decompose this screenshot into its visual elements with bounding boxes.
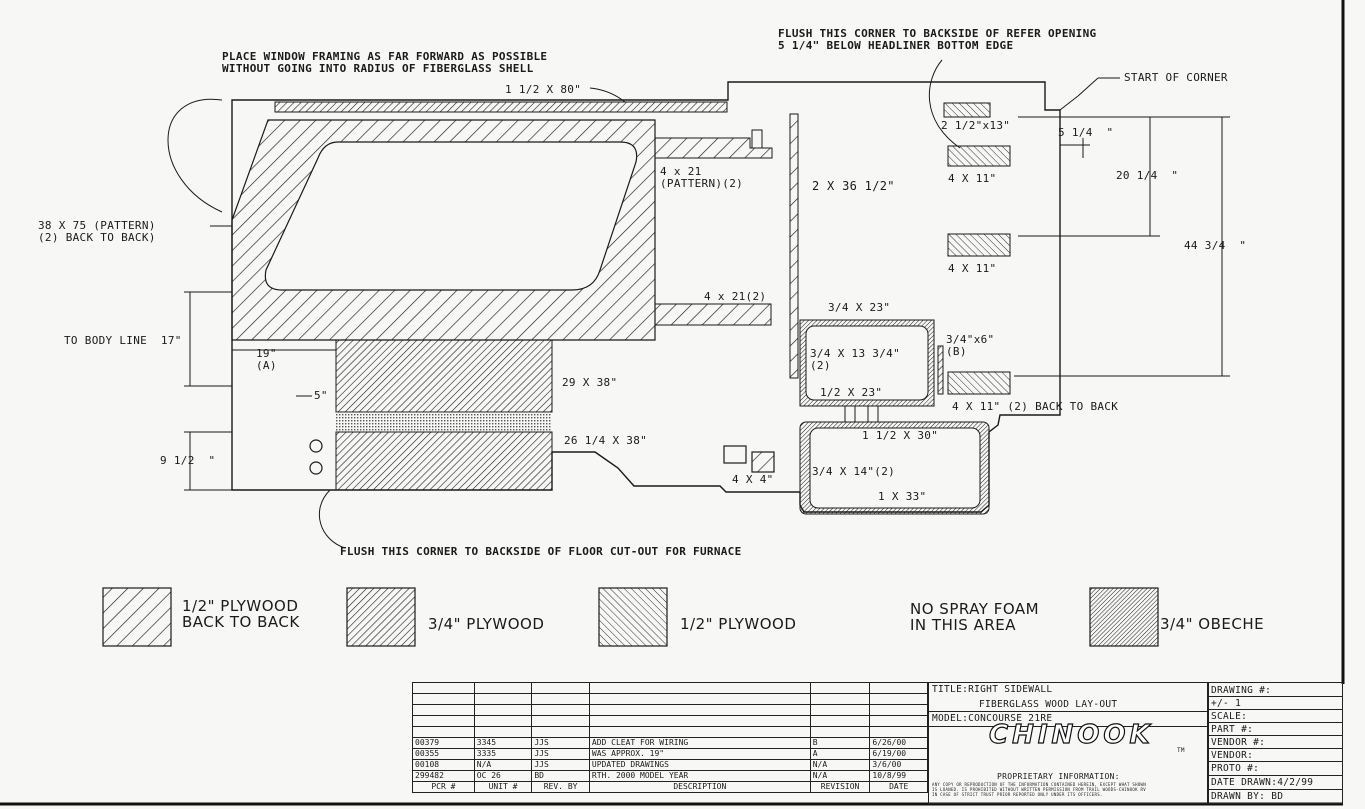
label: 4 X 11" — [948, 262, 997, 275]
title-line-2: FIBERGLASS WOOD LAY-OUT — [979, 699, 1118, 710]
info-drawn-by: DRAWN BY: BD — [1211, 791, 1284, 802]
label: 4 X 11" — [948, 172, 997, 185]
block-4x11-c — [947, 371, 1011, 395]
trademark: TM — [1177, 747, 1185, 754]
info-tolerance: +/- 1 — [1211, 698, 1242, 709]
dimension-lines — [167, 59, 1230, 549]
legend-label-no-foam: NO SPRAY FOAM IN THIS AREA — [910, 600, 1040, 634]
bar-4x21 — [654, 303, 772, 326]
legend-label-half: 1/2" PLYWOOD — [680, 615, 797, 633]
label: 3/4 X 14"(2) — [812, 465, 896, 478]
info-date-drawn: DATE DRAWN:4/2/99 — [1211, 777, 1314, 788]
label: 26 1/4 X 38" — [564, 434, 648, 447]
note-window-framing: PLACE WINDOW FRAMING AS FAR FORWARD AS P… — [222, 50, 548, 75]
label: 2 X 36 1/2" — [812, 179, 895, 193]
label: 3/4 X 13 3/4" (2) — [810, 347, 900, 372]
label: TO BODY LINE 17" — [64, 334, 182, 347]
info-drawing-no: DRAWING #: — [1211, 685, 1272, 696]
block-29x38 — [335, 339, 553, 413]
pattern-block — [654, 137, 773, 159]
block-26x38 — [335, 431, 553, 491]
legend-swatch-obeche — [1089, 587, 1159, 647]
legend-swatch-three-quarter — [346, 587, 416, 647]
info-column: DRAWING #: +/- 1 SCALE: PART #: VENDOR #… — [1208, 682, 1343, 804]
label: 4 x 21 (PATTERN)(2) — [660, 165, 744, 190]
label: 2 1/2"x13" — [941, 119, 1011, 132]
note-flush-bottom: FLUSH THIS CORNER TO BACKSIDE OF FLOOR C… — [340, 545, 742, 558]
legend-label-obeche: 3/4" OBECHE — [1160, 615, 1265, 633]
label: 3/4 X 23" — [828, 301, 891, 314]
header-strip — [274, 101, 728, 113]
no-foam-band — [336, 412, 552, 432]
block-4x11-b — [947, 233, 1011, 257]
chinook-logo: CHINOOK — [988, 720, 1154, 750]
label: 1 X 33" — [878, 490, 927, 503]
label: 44 3/4 " — [1184, 239, 1247, 252]
title-block: TITLE:RIGHT SIDEWALL FIBERGLASS WOOD LAY… — [928, 682, 1208, 804]
label: 29 X 38" — [562, 376, 618, 389]
block-4x11-a — [947, 145, 1011, 167]
note-flush-top: FLUSH THIS CORNER TO BACKSIDE OF REFER O… — [778, 27, 1097, 52]
model-line: MODEL:CONCOURSE 21RE — [932, 713, 1053, 724]
fine-print: ANY COPY OR REPRODUCTION OF THE INFORMAT… — [932, 782, 1146, 797]
info-vendor-no: VENDOR #: — [1211, 737, 1266, 748]
note-start-of-corner: START OF CORNER — [1124, 71, 1228, 84]
label: 4 x 21(2) — [704, 290, 767, 303]
label: 1 1/2 X 30" — [862, 429, 939, 442]
legend-swatch-half — [598, 587, 668, 647]
label: 4 X 4" — [732, 473, 774, 486]
info-part-no: PART #: — [1211, 724, 1254, 735]
label: 20 1/4 " — [1116, 169, 1179, 182]
label: 3/4"x6" (B) — [946, 333, 995, 358]
proprietary-heading: PROPRIETARY INFORMATION: — [997, 772, 1120, 781]
label: 1/2 X 23" — [820, 386, 883, 399]
legend-label-half-b2b: 1/2" PLYWOOD BACK TO BACK — [182, 597, 300, 631]
info-scale: SCALE: — [1211, 711, 1248, 722]
label: 4 X 11" (2) BACK TO BACK — [952, 400, 1119, 413]
info-proto: PROTO #: — [1211, 763, 1260, 774]
legend-label-three-quarter: 3/4" PLYWOOD — [428, 615, 545, 633]
label: 5" — [314, 389, 328, 402]
vertical-stud — [789, 113, 799, 379]
label: 5 1/4 " — [1058, 126, 1114, 139]
label: 9 1/2 " — [160, 454, 216, 467]
label: 1 1/2 X 80" — [505, 83, 582, 96]
label: 19" (A) — [256, 347, 277, 372]
legend-swatch-half-b2b — [102, 587, 172, 647]
label: 38 X 75 (PATTERN) (2) BACK TO BACK) — [38, 219, 156, 244]
info-vendor: VENDOR: — [1211, 750, 1254, 761]
window-frame — [231, 119, 656, 341]
title-line-1: TITLE:RIGHT SIDEWALL — [932, 684, 1053, 695]
